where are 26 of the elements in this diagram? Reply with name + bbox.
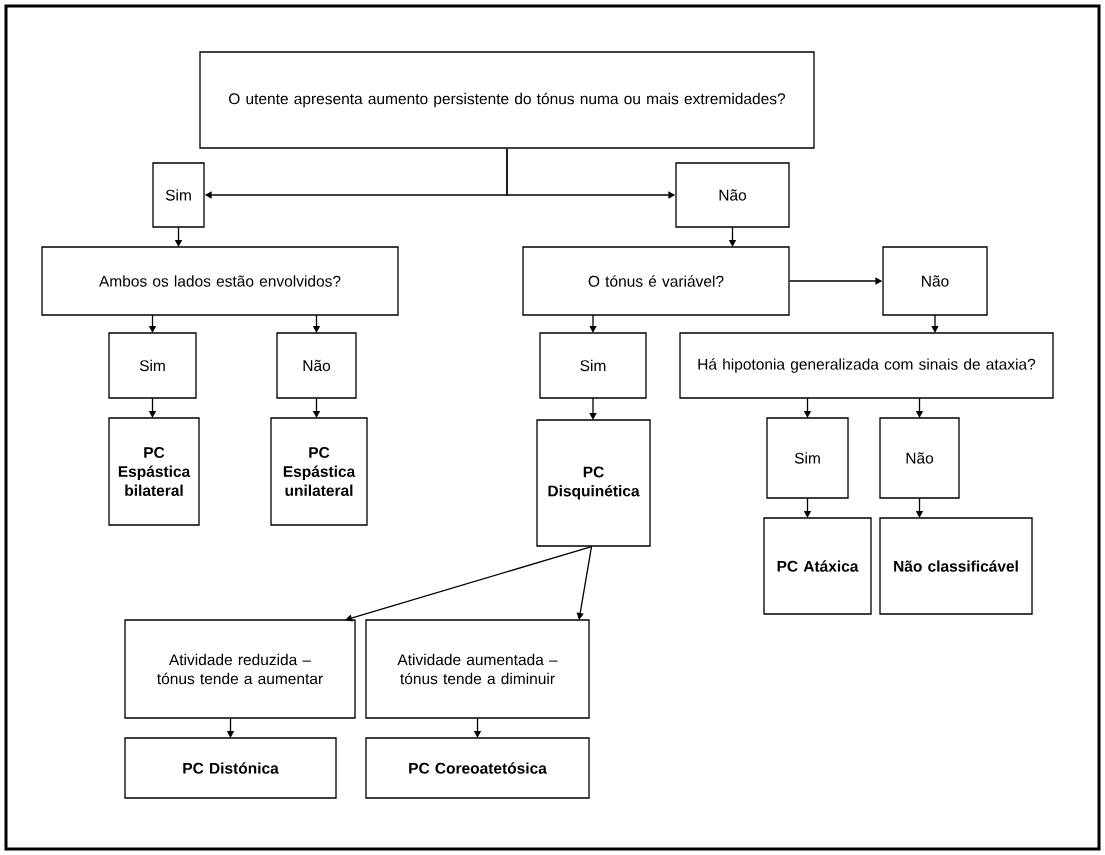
question-box: Ambos os lados estão envolvidos? (41, 246, 399, 316)
answer-box: Sim (766, 417, 849, 499)
arrow (589, 314, 597, 333)
result-box: PC Espástica unilateral (270, 417, 368, 526)
arrow (589, 397, 597, 420)
answer-box: Sim (108, 332, 197, 399)
result-box: PC Espástica bilateral (108, 417, 200, 526)
question-box: O tónus é variável? (522, 246, 790, 316)
result-box: PC Disquinética (536, 419, 651, 547)
arrow (576, 546, 593, 620)
answer-box: Sim (539, 332, 647, 399)
answer-box: Não (675, 162, 790, 228)
arrow (931, 314, 939, 333)
description-box: Atividade aumentada – tónus tende a diminuir (365, 619, 590, 719)
description-box: Atividade reduzida – tónus tende a aumentar (124, 619, 356, 719)
question-box: O utente apresenta aumento persistente do tónus numa ou mais extremidades? (199, 51, 815, 149)
result-box: PC Atáxica (763, 517, 872, 615)
arrow (345, 546, 593, 622)
answer-box: Não (879, 417, 960, 499)
question-box: Há hipotonia generalizada com sinais de ataxia? (679, 332, 1054, 399)
answer-box: Não (882, 246, 988, 316)
result-box: PC Coreoatetósica (365, 737, 590, 799)
result-box: PC Distónica (124, 737, 337, 799)
answer-box: Sim (152, 162, 205, 228)
result-box: Não classificável (879, 517, 1033, 615)
answer-box: Não (276, 332, 357, 399)
